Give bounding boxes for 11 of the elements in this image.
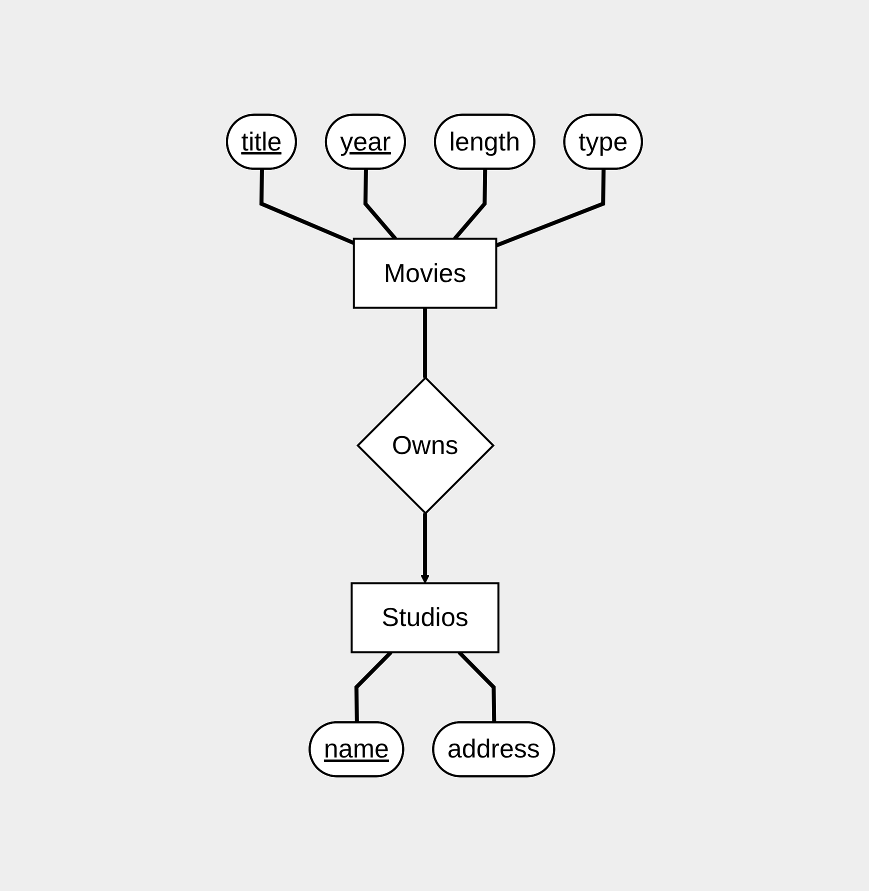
node-box: Studios [350,582,500,654]
connector [453,169,488,240]
connector [354,650,392,723]
node-diamond: Owns [356,376,495,515]
connector [423,308,428,378]
connector [458,650,496,723]
arrow [420,513,430,584]
connector [496,169,606,248]
connector [259,169,355,245]
node-box: Movies [352,238,498,309]
connector [363,169,398,240]
